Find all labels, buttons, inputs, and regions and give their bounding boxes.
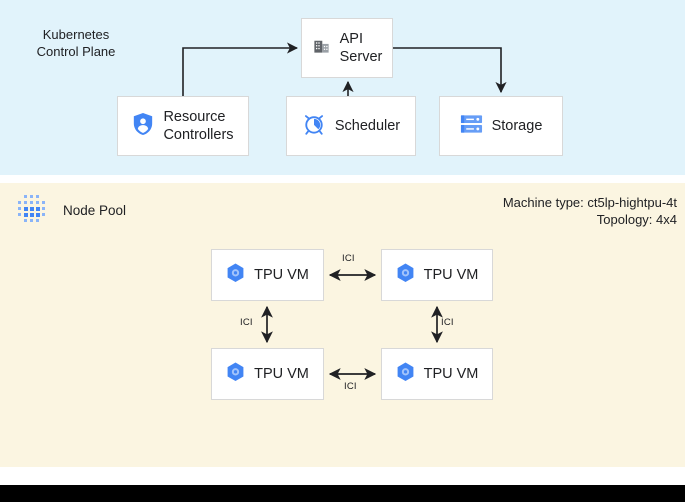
topology-label: Topology: 4x4 bbox=[596, 212, 677, 227]
tpu-vm-label: TPU VM bbox=[423, 366, 479, 382]
dot-grid-icon bbox=[12, 193, 52, 229]
resource-controllers-label: Resource Controllers bbox=[163, 109, 234, 143]
machine-metadata: Machine type: ct5lp-hightpu-4t Topology:… bbox=[503, 194, 677, 228]
tpu-vm-node-4[interactable]: TPU VM bbox=[381, 348, 493, 400]
machine-type-label: Machine type: ct5lp-hightpu-4t bbox=[502, 195, 677, 210]
tpu-vm-label: TPU VM bbox=[254, 267, 309, 283]
api-server-node[interactable]: API Server bbox=[301, 18, 393, 78]
tpu-hexagon-icon bbox=[226, 362, 245, 387]
scheduler-label: Scheduler bbox=[334, 118, 401, 134]
resource-controllers-node[interactable]: Resource Controllers bbox=[117, 96, 249, 156]
ici-label-left: ICI bbox=[240, 317, 253, 328]
node-pool-panel bbox=[0, 183, 685, 467]
office-building-icon bbox=[312, 36, 331, 60]
tpu-hexagon-icon bbox=[226, 263, 245, 288]
tpu-hexagon-icon bbox=[396, 263, 415, 288]
tpu-vm-label: TPU VM bbox=[254, 366, 309, 382]
database-rack-icon bbox=[460, 113, 483, 140]
storage-node[interactable]: Storage bbox=[439, 96, 563, 156]
shield-person-icon bbox=[132, 112, 154, 141]
control-plane-title: Kubernetes Control Plane bbox=[36, 27, 116, 59]
tpu-vm-label: TPU VM bbox=[423, 267, 479, 283]
ici-label-right: ICI bbox=[441, 317, 454, 328]
tpu-vm-node-3[interactable]: TPU VM bbox=[211, 348, 324, 400]
ici-label-bottom: ICI bbox=[344, 381, 357, 392]
scheduler-node[interactable]: Scheduler bbox=[286, 96, 416, 156]
tpu-vm-node-2[interactable]: TPU VM bbox=[381, 249, 493, 301]
storage-label: Storage bbox=[491, 118, 543, 134]
bottom-bar bbox=[0, 485, 685, 502]
ici-label-top: ICI bbox=[342, 253, 355, 264]
node-pool-title: Node Pool bbox=[63, 203, 127, 218]
api-server-label: API Server bbox=[339, 31, 383, 65]
alarm-clock-icon bbox=[302, 112, 326, 141]
tpu-hexagon-icon bbox=[396, 362, 415, 387]
tpu-vm-node-1[interactable]: TPU VM bbox=[211, 249, 324, 301]
